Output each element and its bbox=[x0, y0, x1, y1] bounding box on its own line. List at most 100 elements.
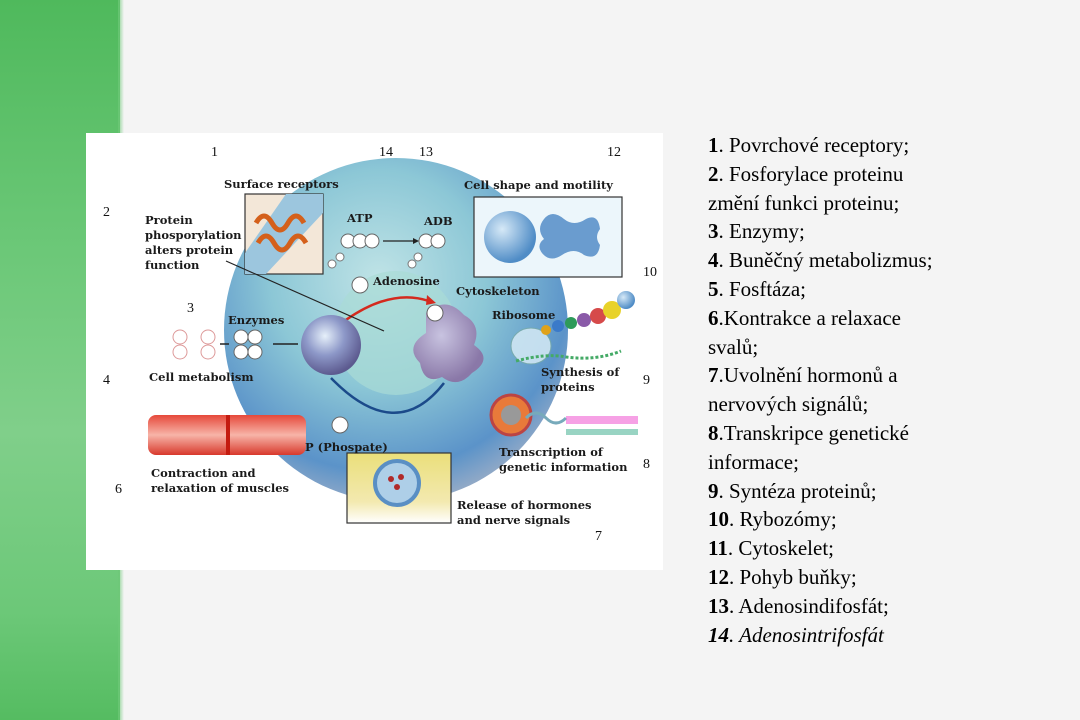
legend-item-separator: . bbox=[718, 276, 729, 301]
legend-item-separator: . bbox=[718, 133, 729, 157]
legend-item-number: 8 bbox=[708, 420, 719, 445]
label-contraction: Contraction and relaxation of muscles bbox=[151, 466, 290, 495]
label-phosphate: P (Phospate) bbox=[305, 440, 388, 454]
figure-number-8: 8 bbox=[643, 457, 650, 472]
legend-item-number: 2 bbox=[708, 161, 719, 186]
legend-item-text: Cytoskelet; bbox=[738, 536, 835, 561]
figure-number-10: 10 bbox=[643, 265, 657, 280]
label-adenosine: Adenosine bbox=[373, 274, 440, 288]
legend-item: 13. Adenosindifosfát; bbox=[708, 592, 1068, 621]
legend-item-number: 12 bbox=[708, 564, 729, 589]
label-release-hormones: Release of hormones and nerve signals bbox=[457, 498, 592, 527]
legend-item-separator: . bbox=[718, 363, 724, 388]
legend-item-text: změní funkci proteinu; bbox=[708, 190, 900, 215]
legend-item-separator: . bbox=[727, 536, 739, 561]
legend-item-separator: . bbox=[729, 564, 740, 589]
legend-item-number: 5 bbox=[708, 276, 719, 301]
label-ribosome: Ribosome bbox=[492, 308, 556, 322]
legend-item-text: Adenosindifosfát; bbox=[738, 593, 889, 618]
figure-number-2: 2 bbox=[103, 205, 110, 220]
legend-item-text: svalů; bbox=[708, 334, 759, 359]
label-surface-receptors: Surface receptors bbox=[224, 177, 339, 191]
legend-item-number: 10 bbox=[708, 507, 729, 532]
label-transcription: Transcription of genetic information bbox=[499, 445, 628, 474]
legend-item-separator: . bbox=[718, 161, 729, 186]
legend-item: 3. Enzymy; bbox=[708, 217, 1068, 246]
hormone-release-illustration bbox=[346, 452, 452, 524]
label-cytoskeleton: Cytoskeleton bbox=[456, 284, 540, 298]
legend-item-text: Fosftáza; bbox=[729, 276, 806, 301]
legend-item-text: nervových signálů; bbox=[708, 392, 869, 417]
legend-item: 11. Cytoskelet; bbox=[708, 534, 1068, 563]
label-atp: ATP bbox=[347, 211, 373, 225]
label-synthesis-of-proteins: Synthesis of proteins bbox=[541, 365, 620, 394]
legend-item: 1. Povrchové receptory; bbox=[708, 131, 1068, 160]
figure-number-13: 13 bbox=[419, 145, 433, 160]
legend-item-text: Enzymy; bbox=[729, 219, 805, 244]
legend-item-text: informace; bbox=[708, 449, 799, 474]
legend-item-number: 13 bbox=[708, 593, 729, 618]
legend-item-text: Uvolnění hormonů a bbox=[723, 363, 898, 388]
legend-item-number: 1 bbox=[708, 133, 719, 157]
legend-item: 12. Pohyb buňky; bbox=[708, 563, 1068, 592]
label-cell-metabolism: Cell metabolism bbox=[149, 370, 254, 384]
legend-item-separator: . bbox=[718, 420, 724, 445]
legend-item-number: 6 bbox=[708, 305, 719, 330]
surface-receptor-illustration bbox=[244, 193, 324, 275]
figure-number-14: 14 bbox=[379, 145, 393, 160]
nucleus bbox=[301, 315, 361, 375]
legend-item-text: Povrchové receptory; bbox=[729, 133, 910, 157]
legend-item-number: 14 bbox=[708, 622, 729, 647]
legend-item-separator: . bbox=[729, 622, 740, 647]
dna-illustration bbox=[489, 393, 638, 437]
cytoskeleton-shape bbox=[413, 304, 484, 383]
legend-item-text: Transkripce genetické bbox=[723, 420, 909, 445]
figure-number-6: 6 bbox=[115, 482, 122, 497]
legend-item-number: 11 bbox=[708, 536, 728, 561]
legend-item: 5. Fosftáza; bbox=[708, 275, 1068, 304]
figure-number-4: 4 bbox=[103, 373, 110, 388]
legend-item-number: 7 bbox=[708, 363, 719, 388]
cell-signaling-diagram: 1 2 3 4 6 7 8 9 10 12 13 14 Surface rece… bbox=[86, 133, 663, 570]
legend-item-text: Kontrakce a relaxace bbox=[723, 305, 901, 330]
legend-item-text: Adenosintrifosfát bbox=[739, 622, 884, 647]
muscle-fiber-illustration bbox=[148, 415, 306, 455]
figure-number-7: 7 bbox=[595, 529, 602, 544]
legend-item: 4. Buněčný metabolizmus; bbox=[708, 246, 1068, 275]
legend-item: nervových signálů; bbox=[708, 390, 1068, 419]
legend-item: svalů; bbox=[708, 333, 1068, 362]
legend-item-separator: . bbox=[729, 593, 739, 618]
label-enzymes: Enzymes bbox=[228, 313, 285, 327]
legend-item: změní funkci proteinu; bbox=[708, 189, 1068, 218]
legend-item: informace; bbox=[708, 448, 1068, 477]
legend-item-number: 9 bbox=[708, 478, 719, 503]
cell-shape-illustration bbox=[473, 196, 623, 278]
label-cell-shape: Cell shape and motility bbox=[464, 178, 613, 192]
figure-number-9: 9 bbox=[643, 373, 650, 388]
legend-item: 8.Transkripce genetické bbox=[708, 419, 1068, 448]
legend-item-separator: . bbox=[718, 248, 729, 273]
legend-list: 1. Povrchové receptory;2. Fosforylace pr… bbox=[708, 131, 1068, 649]
legend-item-separator: . bbox=[718, 219, 729, 244]
legend-item-text: Syntéza proteinů; bbox=[729, 478, 877, 503]
figure-number-1: 1 bbox=[211, 145, 218, 160]
legend-item-separator: . bbox=[718, 305, 724, 330]
ribosome-illustration bbox=[510, 291, 635, 365]
legend-item: 7.Uvolnění hormonů a bbox=[708, 361, 1068, 390]
legend-item-separator: . bbox=[718, 478, 729, 503]
diagram-graphic bbox=[148, 158, 638, 524]
legend-item-number: 4 bbox=[708, 248, 719, 273]
enzymes-illustration bbox=[172, 329, 298, 360]
legend-item-text: Buněčný metabolizmus; bbox=[729, 248, 933, 273]
legend-item: 14. Adenosintrifosfát bbox=[708, 621, 1068, 650]
label-adb: ADB bbox=[424, 214, 453, 228]
legend-item-separator: . bbox=[729, 507, 740, 532]
legend-item-number: 3 bbox=[708, 219, 719, 244]
figure-number-3: 3 bbox=[187, 301, 194, 316]
legend-item: 2. Fosforylace proteinu bbox=[708, 160, 1068, 189]
legend-item: 6.Kontrakce a relaxace bbox=[708, 304, 1068, 333]
legend-item-text: Pohyb buňky; bbox=[739, 564, 857, 589]
figure-number-12: 12 bbox=[607, 145, 621, 160]
legend-item-text: Fosforylace proteinu bbox=[729, 161, 904, 186]
legend-item: 10. Rybozómy; bbox=[708, 505, 1068, 534]
